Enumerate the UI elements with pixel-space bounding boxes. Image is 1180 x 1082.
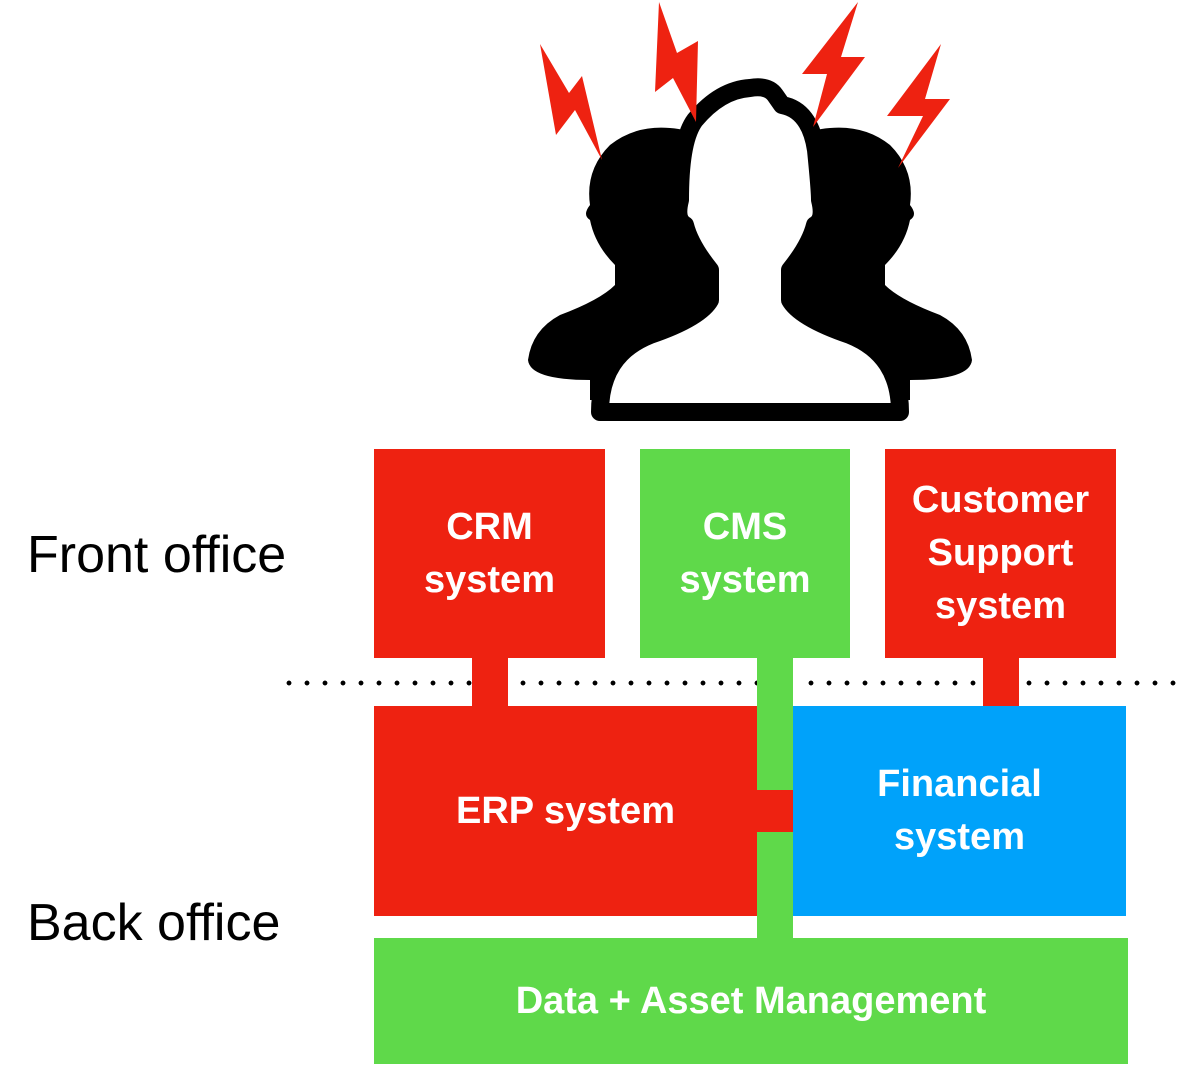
- divider-dotted-segment: [802, 680, 982, 686]
- connector-crm-erp: [472, 658, 508, 708]
- divider-dotted-segment: [1020, 680, 1180, 686]
- person-center-silhouette: [591, 78, 909, 421]
- customer-support-system-box[interactable]: Customer Support system: [885, 449, 1116, 658]
- front-office-label: Front office: [27, 526, 287, 584]
- erp-system-box[interactable]: ERP system: [374, 706, 757, 916]
- crm-system-box[interactable]: CRM system: [374, 449, 605, 658]
- crm-system-label: CRM system: [424, 505, 555, 601]
- financial-system-box[interactable]: Financial system: [793, 706, 1126, 916]
- stressed-users-icon: [528, 2, 972, 421]
- connector-support-financial: [983, 658, 1019, 708]
- data-asset-management-label: Data + Asset Management: [515, 979, 987, 1022]
- back-office-label: Back office: [27, 894, 281, 952]
- lightning-bolt-icon: [540, 44, 602, 160]
- data-asset-management-box[interactable]: Data + Asset Management: [374, 938, 1128, 1064]
- lightning-bolt-icon: [802, 2, 865, 127]
- cms-system-box[interactable]: CMS system: [640, 449, 850, 658]
- connector-erp-financial: [757, 790, 793, 832]
- lightning-bolt-icon: [655, 2, 698, 122]
- customer-support-system-label: Customer Support system: [911, 479, 1090, 627]
- erp-system-label: ERP system: [456, 789, 675, 832]
- divider-dotted-segment: [514, 680, 758, 686]
- divider-dotted-segment: [280, 680, 472, 686]
- cms-system-label: CMS system: [679, 505, 811, 601]
- lightning-bolt-icon: [887, 44, 950, 168]
- financial-system-label: Financial system: [877, 763, 1042, 858]
